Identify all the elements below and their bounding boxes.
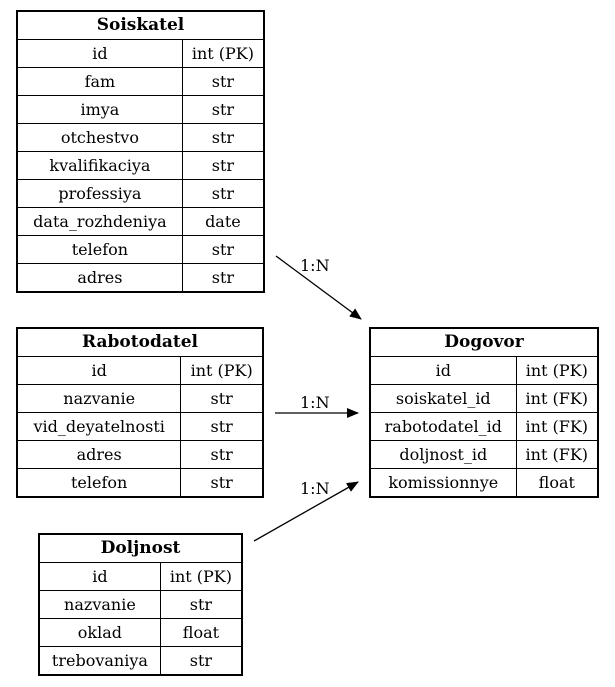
relation-arrow-soiskatel-dogovor <box>275 255 362 320</box>
field-type: str <box>181 67 265 96</box>
field-type: int (PK) <box>159 562 243 591</box>
field-type: date <box>181 207 265 236</box>
field-name: soiskatel_id <box>369 384 517 413</box>
field-type: float <box>515 468 599 498</box>
field-name: vid_deyatelnosti <box>16 412 182 441</box>
relation-label: 1:N <box>300 393 330 412</box>
field-name: nazvanie <box>38 590 161 619</box>
field-name: kvalifikaciya <box>16 151 183 180</box>
relation-arrow-doljnost-dogovor <box>253 481 359 542</box>
field-name: komissionnye <box>369 468 517 498</box>
field-type: str <box>180 384 264 413</box>
field-name: id <box>38 562 161 591</box>
field-type: str <box>181 151 265 180</box>
field-type: int (FK) <box>515 440 599 469</box>
relation-label: 1:N <box>300 479 330 498</box>
field-type: int (PK) <box>180 356 264 385</box>
field-type: str <box>181 235 265 264</box>
field-name: oklad <box>38 618 161 647</box>
field-name: id <box>16 356 182 385</box>
entity-title: Doljnost <box>38 533 243 563</box>
relation-label: 1:N <box>300 256 330 275</box>
field-type: str <box>180 440 264 469</box>
field-name: trebovaniya <box>38 646 161 676</box>
field-name: adres <box>16 440 182 469</box>
field-type: int (FK) <box>515 412 599 441</box>
field-name: imya <box>16 95 183 124</box>
field-type: float <box>159 618 243 647</box>
field-type: str <box>180 468 264 498</box>
field-name: telefon <box>16 468 182 498</box>
field-type: int (PK) <box>181 39 265 68</box>
field-name: adres <box>16 263 183 293</box>
field-type: str <box>159 646 243 676</box>
field-name: id <box>369 356 517 385</box>
field-type: str <box>181 123 265 152</box>
field-name: doljnost_id <box>369 440 517 469</box>
field-type: int (PK) <box>515 356 599 385</box>
field-type: int (FK) <box>515 384 599 413</box>
field-type: str <box>181 263 265 293</box>
field-name: nazvanie <box>16 384 182 413</box>
field-type: str <box>180 412 264 441</box>
field-name: rabotodatel_id <box>369 412 517 441</box>
field-name: telefon <box>16 235 183 264</box>
field-name: otchestvo <box>16 123 183 152</box>
